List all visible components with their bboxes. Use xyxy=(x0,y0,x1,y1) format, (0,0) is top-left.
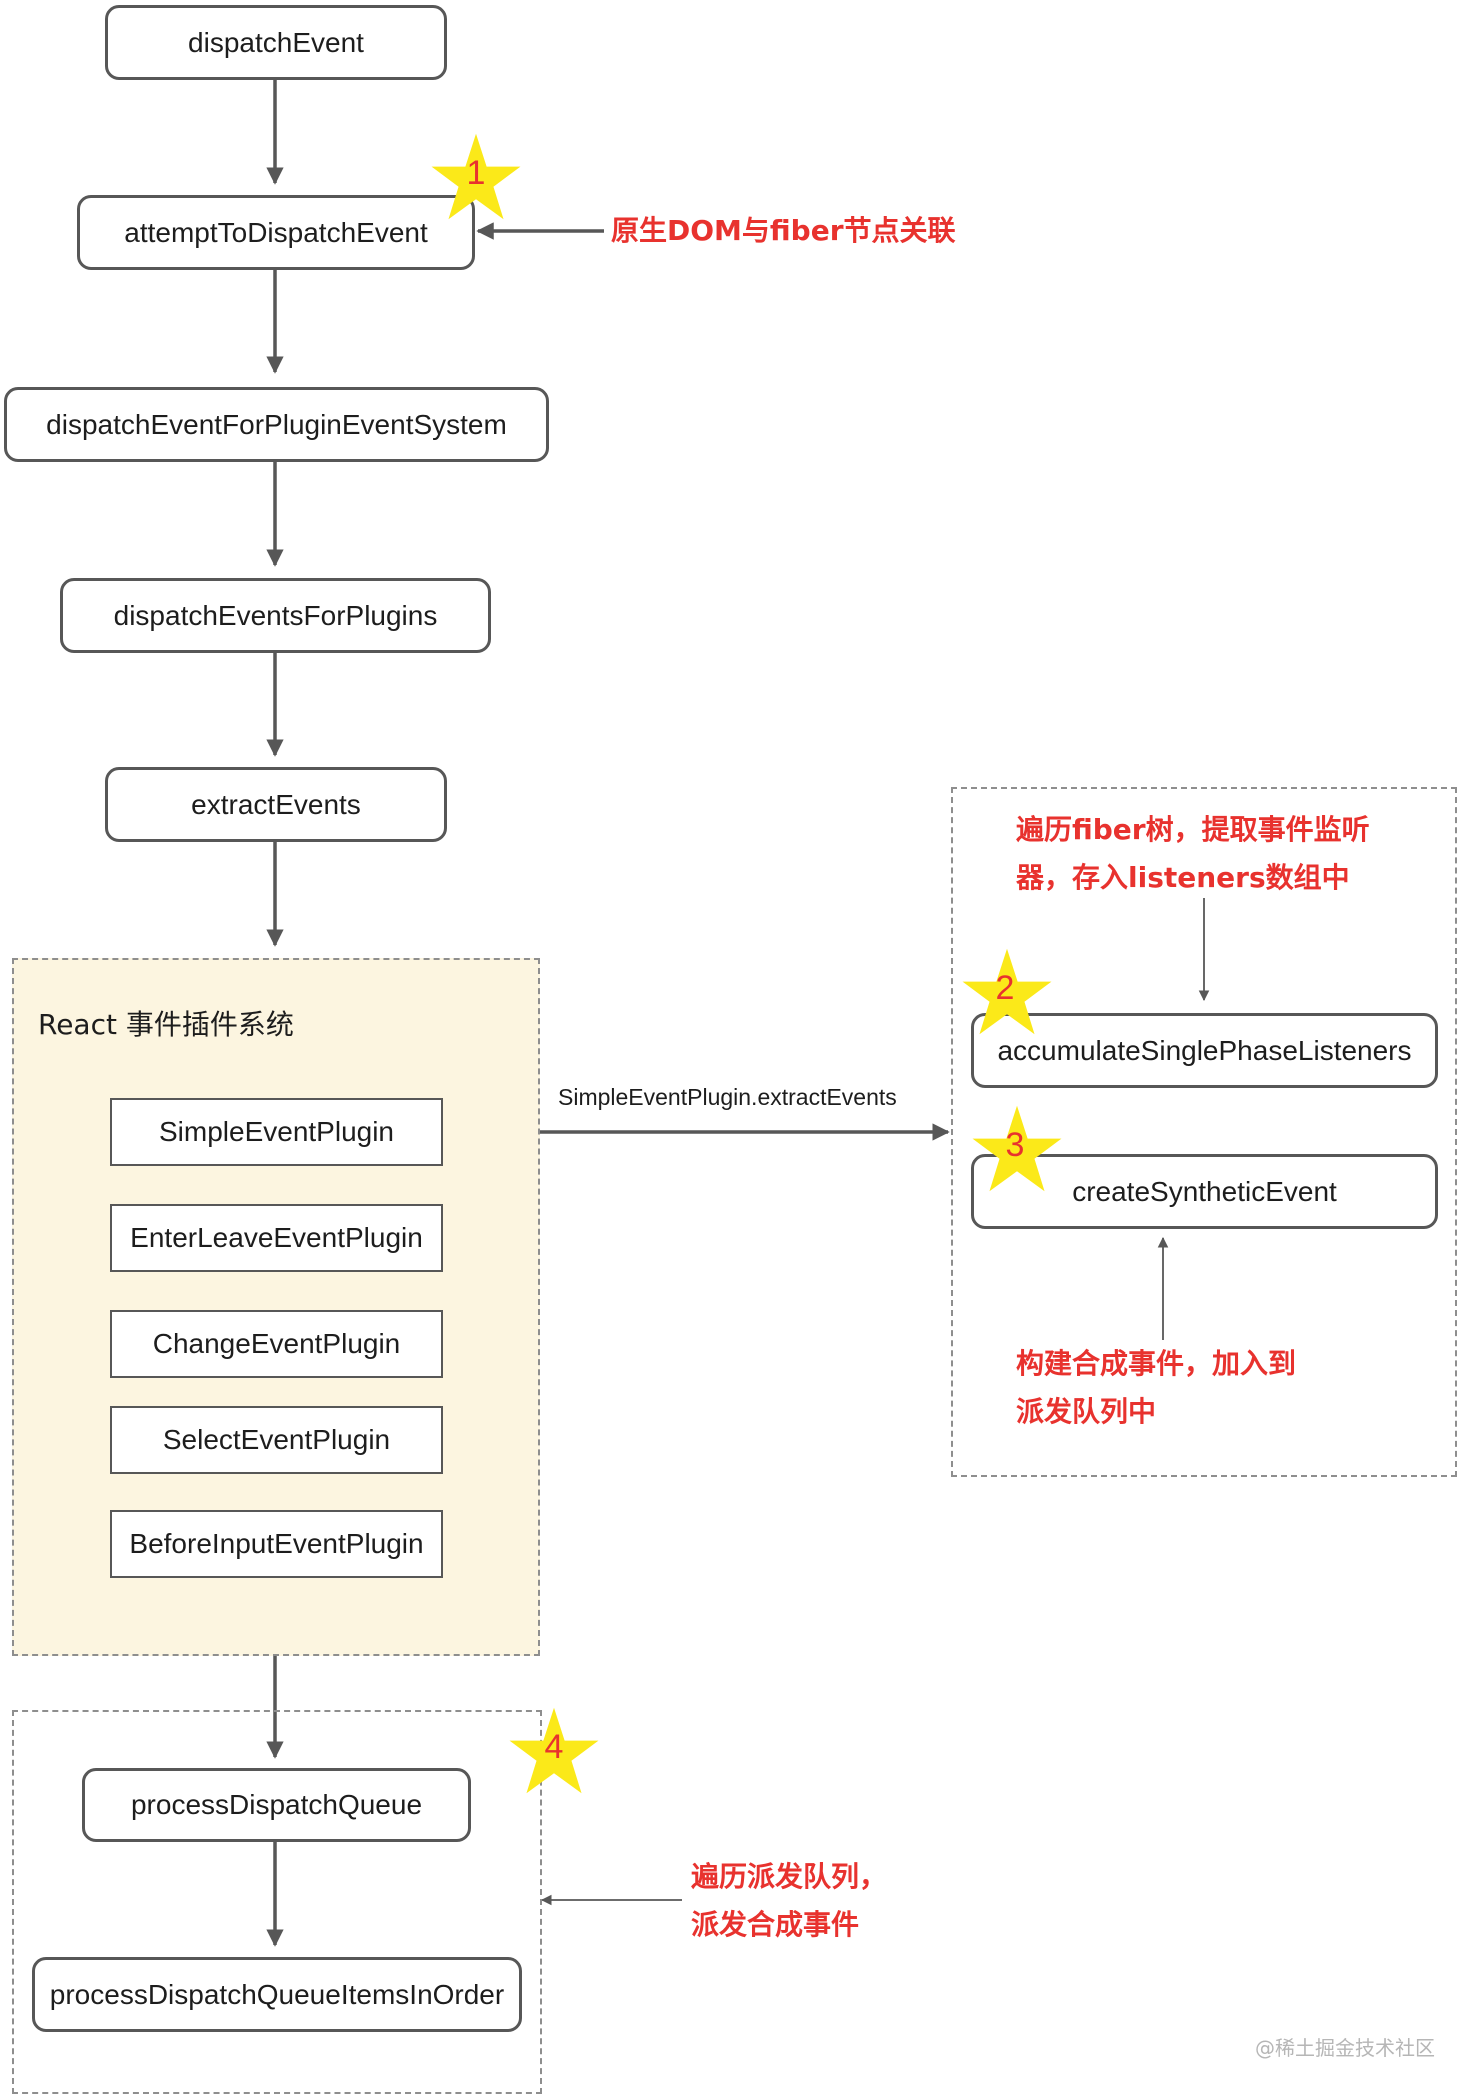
dispatch-event-for-plugin-event-system-label: dispatchEventForPluginEventSystem xyxy=(46,408,507,440)
accumulate-single-phase-listeners-node: accumulateSinglePhaseListeners xyxy=(971,1013,1438,1088)
traverse-fiber-tree-line-2: 器，存入listeners数组中 xyxy=(1016,861,1350,894)
extract-events-label: extractEvents xyxy=(191,788,361,820)
traverse-dispatch-queue-line-2: 派发合成事件 xyxy=(691,1908,860,1941)
dom-fiber-association-text: 原生DOM与fiber节点关联 xyxy=(611,214,956,247)
traverse-dispatch-queue-line-1: 遍历派发队列， xyxy=(691,1860,888,1893)
dispatch-event-label: dispatchEvent xyxy=(188,26,364,58)
step-marker-4: 4 xyxy=(509,1706,599,1796)
simple-event-plugin-label: SimpleEventPlugin xyxy=(158,1116,395,1147)
change-event-plugin-label: ChangeEventPlugin xyxy=(152,1328,401,1359)
star-icon xyxy=(972,1105,1062,1192)
select-event-plugin-label: SelectEventPlugin xyxy=(162,1424,391,1455)
traverse-dispatch-queue-note: 遍历派发队列， 派发合成事件 xyxy=(691,1853,887,1949)
star-icon xyxy=(431,133,521,220)
step-marker-1: 1 xyxy=(431,132,521,222)
change-event-plugin: ChangeEventPlugin xyxy=(110,1310,443,1378)
simple-event-plugin-extract-events-edge-label: SimpleEventPlugin.extractEvents xyxy=(558,1084,897,1110)
enter-leave-event-plugin-label: EnterLeaveEventPlugin xyxy=(130,1222,423,1253)
dom-fiber-association-note: 原生DOM与fiber节点关联 xyxy=(611,207,956,255)
process-dispatch-queue-items-in-order-label: processDispatchQueueItemsInOrder xyxy=(49,1978,505,2010)
dispatch-event-node: dispatchEvent xyxy=(105,5,447,80)
process-dispatch-queue-items-in-order-node: processDispatchQueueItemsInOrder xyxy=(32,1957,522,2032)
before-input-event-plugin-label: BeforeInputEventPlugin xyxy=(129,1528,424,1559)
dispatch-event-for-plugin-event-system-node: dispatchEventForPluginEventSystem xyxy=(4,387,549,462)
step-marker-2: 2 xyxy=(962,947,1052,1037)
create-synthetic-event-node: createSyntheticEvent xyxy=(971,1154,1438,1229)
attempt-to-dispatch-event-label: attemptToDispatchEvent xyxy=(124,216,428,248)
create-synthetic-event-label: createSyntheticEvent xyxy=(1072,1175,1337,1207)
accumulate-single-phase-listeners-label: accumulateSinglePhaseListeners xyxy=(997,1034,1412,1066)
step-marker-4-number: 4 xyxy=(544,1728,564,1766)
dispatch-events-for-plugins-node: dispatchEventsForPlugins xyxy=(60,578,491,653)
step-marker-1-number: 1 xyxy=(466,154,486,192)
star-icon xyxy=(962,948,1052,1035)
plugin-system-title: React 事件插件系统 xyxy=(38,1008,294,1041)
enter-leave-event-plugin: EnterLeaveEventPlugin xyxy=(110,1204,443,1272)
simple-event-plugin: SimpleEventPlugin xyxy=(110,1098,443,1166)
build-synthetic-event-line-1: 构建合成事件，加入到 xyxy=(1016,1347,1297,1380)
dispatch-queue-region xyxy=(12,1710,542,2094)
process-dispatch-queue-node: processDispatchQueue xyxy=(82,1768,471,1842)
attempt-to-dispatch-event-node: attemptToDispatchEvent xyxy=(77,195,475,270)
dispatch-events-for-plugins-label: dispatchEventsForPlugins xyxy=(113,599,438,631)
process-dispatch-queue-label: processDispatchQueue xyxy=(130,1789,423,1820)
extract-events-node: extractEvents xyxy=(105,767,447,842)
extraction-region xyxy=(951,787,1457,1477)
build-synthetic-event-line-2: 派发队列中 xyxy=(1016,1395,1157,1428)
step-marker-3-number: 3 xyxy=(1005,1126,1025,1164)
select-event-plugin: SelectEventPlugin xyxy=(110,1406,443,1474)
step-marker-3: 3 xyxy=(972,1104,1062,1194)
before-input-event-plugin: BeforeInputEventPlugin xyxy=(110,1510,443,1578)
traverse-fiber-tree-line-1: 遍历fiber树，提取事件监听 xyxy=(1016,813,1370,846)
step-marker-2-number: 2 xyxy=(995,969,1015,1007)
traverse-fiber-tree-note: 遍历fiber树，提取事件监听 器，存入listeners数组中 xyxy=(1016,806,1370,902)
star-icon xyxy=(509,1707,599,1794)
juejin-watermark: @稀土掘金技术社区 xyxy=(1255,2036,1435,2060)
build-synthetic-event-note: 构建合成事件，加入到 派发队列中 xyxy=(1016,1340,1296,1436)
